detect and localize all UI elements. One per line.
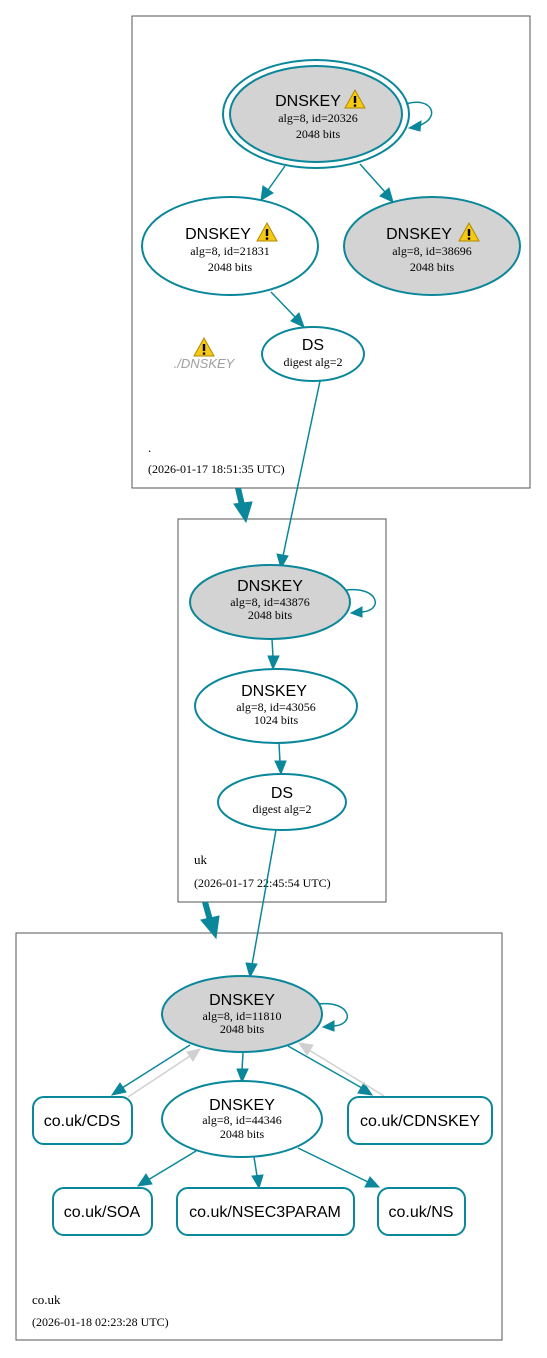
zone-root-name: . [148,440,151,455]
node-title: DS [271,785,293,802]
couk-cdnskey-node[interactable]: co.uk/CDNSKEY [347,1096,493,1145]
node-digest: digest alg=2 [252,802,311,816]
edge-uk-ksk-self [345,588,376,618]
node-alg: alg=8, id=38696 [392,244,472,258]
node-bits: 2048 bits [208,260,253,274]
edge-couk-zsk-soa [136,1150,197,1187]
edge-root-ksk-self [405,101,433,132]
edge-couk-cdnskey-ksk-grey [297,1042,385,1097]
edge-root-ksk-ksk2 [359,163,394,203]
edge-couk-cds-ksk-grey [127,1048,202,1098]
delegation-arrow-root-uk [233,487,253,524]
edge-root-zsk-ds [270,291,305,328]
record-label: co.uk/NSEC3PARAM [189,1204,341,1221]
couk-ksk-node[interactable]: DNSKEY alg=8, id=11810 2048 bits [161,975,323,1053]
edge-couk-ksk-cds [110,1044,191,1096]
node-alg: alg=8, id=11810 [202,1009,281,1023]
node-bits: 2048 bits [296,127,341,141]
couk-soa-node[interactable]: co.uk/SOA [52,1187,153,1236]
record-label: co.uk/SOA [64,1204,141,1221]
record-label: co.uk/CDS [44,1113,120,1130]
node-title: DNSKEY [209,1097,275,1114]
node-alg: alg=8, id=43876 [230,595,310,609]
edge-uk-ds-couk-ksk [245,829,277,979]
couk-ns-node[interactable]: co.uk/NS [377,1187,466,1236]
edge-couk-zsk-nsec3param [251,1156,264,1190]
node-bits: 2048 bits [220,1127,265,1141]
couk-zsk-node[interactable]: DNSKEY alg=8, id=44346 2048 bits [161,1080,323,1158]
node-title: DNSKEY [386,226,452,243]
edge-couk-ksk-cdnskey [287,1045,374,1096]
node-alg: alg=8, id=43056 [236,700,316,714]
record-label: co.uk/CDNSKEY [360,1113,480,1130]
node-alg: alg=8, id=44346 [202,1113,282,1127]
node-bits: 2048 bits [248,608,293,622]
zone-uk-name: uk [194,852,208,867]
node-bits: 2048 bits [410,260,455,274]
root-ds-node[interactable]: DS digest alg=2 [261,326,365,382]
edge-couk-zsk-ns [297,1147,381,1188]
node-bits: 1024 bits [254,713,299,727]
node-title: DNSKEY [209,992,275,1009]
edge-uk-zsk-ds [274,742,287,776]
zone-couk-name: co.uk [32,1292,61,1307]
node-title: DS [302,337,324,354]
root-missing-dnskey[interactable]: ./DNSKEY [174,337,236,371]
node-bits: 2048 bits [220,1022,265,1036]
node-alg: alg=8, id=21831 [190,244,270,258]
node-digest: digest alg=2 [283,355,342,369]
node-title: DNSKEY [241,683,307,700]
couk-cds-node[interactable]: co.uk/CDS [32,1096,133,1145]
uk-ds-node[interactable]: DS digest alg=2 [217,773,347,831]
root-ksk2-node[interactable]: DNSKEY alg=8, id=38696 2048 bits [343,196,521,296]
root-zsk-node[interactable]: DNSKEY alg=8, id=21831 2048 bits [141,196,319,296]
zone-uk-timestamp: (2026-01-17 22:45:54 UTC) [194,876,331,890]
node-title: DNSKEY [237,578,303,595]
node-title: DNSKEY [275,93,341,110]
node-alg: alg=8, id=20326 [278,111,358,125]
zone-couk-timestamp: (2026-01-18 02:23:28 UTC) [32,1315,169,1329]
uk-zsk-node[interactable]: DNSKEY alg=8, id=43056 1024 bits [194,668,358,744]
edge-couk-ksk-self [317,1002,348,1032]
root-ksk-node[interactable]: DNSKEY alg=8, id=20326 2048 bits [222,59,410,169]
delegation-arrow-uk-couk [200,901,220,940]
edge-uk-ksk-zsk [267,638,280,671]
edge-root-ksk-zsk [260,165,286,201]
node-title: DNSKEY [185,226,251,243]
missing-dnskey-label: ./DNSKEY [174,356,236,371]
record-label: co.uk/NS [389,1204,454,1221]
edge-couk-ksk-zsk [236,1052,249,1084]
zone-root-timestamp: (2026-01-17 18:51:35 UTC) [148,462,285,476]
couk-nsec3param-node[interactable]: co.uk/NSEC3PARAM [176,1187,355,1236]
uk-ksk-node[interactable]: DNSKEY alg=8, id=43876 2048 bits [189,564,351,640]
edge-root-ds-uk-ksk [276,380,321,570]
